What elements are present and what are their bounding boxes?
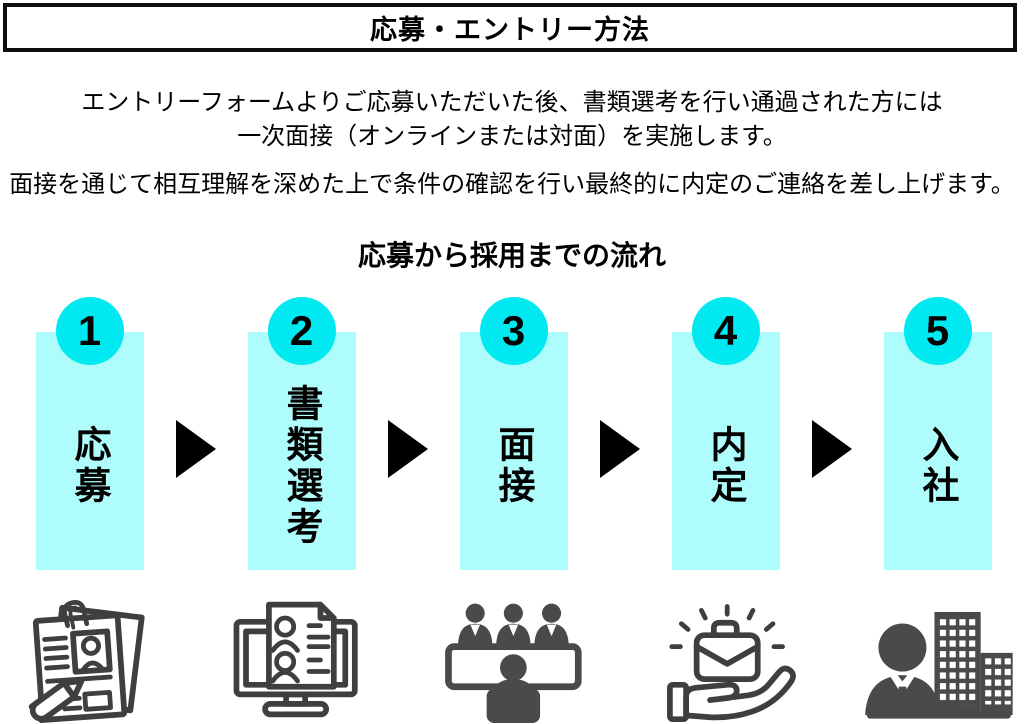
arrow-right-icon bbox=[599, 420, 640, 478]
step-icon-cell bbox=[434, 597, 594, 723]
employee-company-building-icon bbox=[864, 612, 1013, 719]
job-offer-hand-briefcase-icon bbox=[666, 604, 796, 723]
flow-step-2: 2 書類選考 bbox=[196, 297, 408, 724]
step-box: 入社 bbox=[883, 332, 992, 570]
step-box: 書類選考 bbox=[247, 332, 356, 570]
step-number-badge: 2 bbox=[267, 297, 336, 365]
intro-line-1: エントリーフォームよりご応募いただいた後、書類選考を行い通過された方には bbox=[81, 89, 943, 116]
page-title-box: 応募・エントリー方法 bbox=[3, 3, 1017, 52]
step-number-badge: 3 bbox=[479, 297, 548, 365]
resume-document-icon bbox=[28, 600, 145, 723]
arrow-right-icon bbox=[811, 420, 852, 478]
interview-panel-icon bbox=[445, 603, 582, 723]
arrow-right-icon bbox=[175, 420, 216, 478]
intro-paragraph-1: エントリーフォームよりご応募いただいた後、書類選考を行い通過された方には 一次面… bbox=[0, 86, 1024, 154]
step-label: 応募 bbox=[69, 425, 110, 507]
step-number-badge: 1 bbox=[55, 297, 124, 365]
step-icon-cell bbox=[646, 597, 806, 723]
flow-step-4: 4 内定 bbox=[620, 297, 832, 724]
page-title: 応募・エントリー方法 bbox=[370, 15, 650, 45]
step-label: 面接 bbox=[493, 425, 534, 507]
step-box: 内定 bbox=[671, 332, 780, 570]
intro-paragraph-2: 面接を通じて相互理解を深めた上で条件の確認を行い最終的に内定のご連絡を差し上げま… bbox=[9, 171, 1015, 198]
flow-step-5: 5 入社 bbox=[832, 297, 1024, 724]
step-box: 応募 bbox=[35, 332, 144, 570]
step-label: 内定 bbox=[705, 425, 746, 507]
flow-step-1: 1 応募 bbox=[0, 297, 196, 724]
step-icon-cell bbox=[10, 597, 170, 723]
intro-line-2: 一次面接（オンラインまたは対面）を実施します。 bbox=[237, 123, 787, 150]
step-label: 書類選考 bbox=[281, 384, 322, 548]
step-number-badge: 4 bbox=[691, 297, 760, 365]
step-box: 面接 bbox=[459, 332, 568, 570]
flow-step-3: 3 面接 bbox=[408, 297, 620, 724]
step-icon-cell bbox=[858, 597, 1018, 723]
document-screening-monitor-icon bbox=[233, 601, 358, 718]
flow-heading: 応募から採用までの流れ bbox=[357, 240, 666, 271]
step-number-badge: 5 bbox=[903, 297, 972, 365]
step-icon-cell bbox=[222, 597, 382, 723]
arrow-right-icon bbox=[387, 420, 428, 478]
step-label: 入社 bbox=[917, 425, 958, 507]
